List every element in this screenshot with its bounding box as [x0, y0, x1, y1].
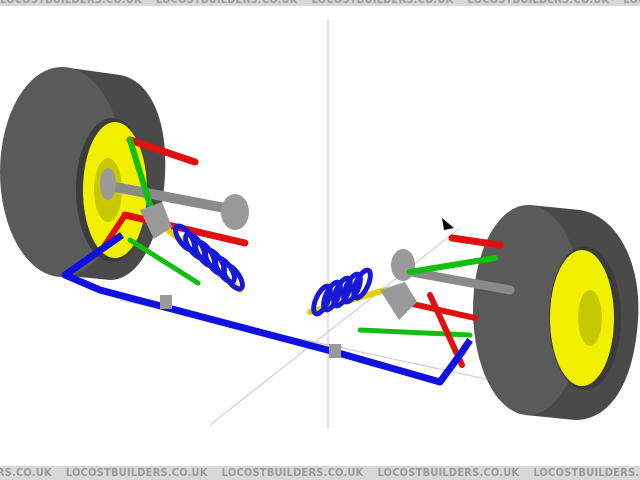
watermark-text: LOCOSTBUILDERS.CO.UK: [65, 466, 208, 479]
mouse-cursor-icon: [442, 218, 454, 230]
watermark-text: LOCOSTBUILDERS.CO.UK: [623, 0, 640, 6]
watermark-text: LOCOSTBUILDERS.CO.UK: [0, 0, 142, 6]
watermark-text: LOCOSTBUILDERS.CO.UK: [467, 0, 609, 6]
bushing: [329, 344, 341, 358]
right-wheel: [473, 205, 639, 420]
watermark-text: LOCOSTBUILDERS.CO.UK: [377, 466, 520, 479]
left-suspension: [100, 136, 249, 293]
right-suspension: [307, 234, 515, 368]
anti-roll-bar: [61, 232, 473, 386]
watermark-text: LOCOSTBUILDERS.CO.UK: [312, 0, 454, 6]
watermark-text: LOCOSTBUILDERS.CO.UK: [156, 0, 298, 6]
watermark-text: LOCOSTBUILDERS.CO.UK: [0, 466, 52, 479]
bushing: [160, 295, 172, 309]
watermark-text: LOCOSTBUILDERS.CO.UK: [533, 466, 640, 479]
watermark-strip-bottom: LOCOSTBUILDERS.CO.UK LOCOSTBUILDERS.CO.UK…: [0, 466, 640, 480]
watermark-strip-top: LOCOSTBUILDERS.CO.UK LOCOSTBUILDERS.CO.UK…: [0, 0, 640, 6]
watermark-text: LOCOSTBUILDERS.CO.UK: [221, 466, 364, 479]
